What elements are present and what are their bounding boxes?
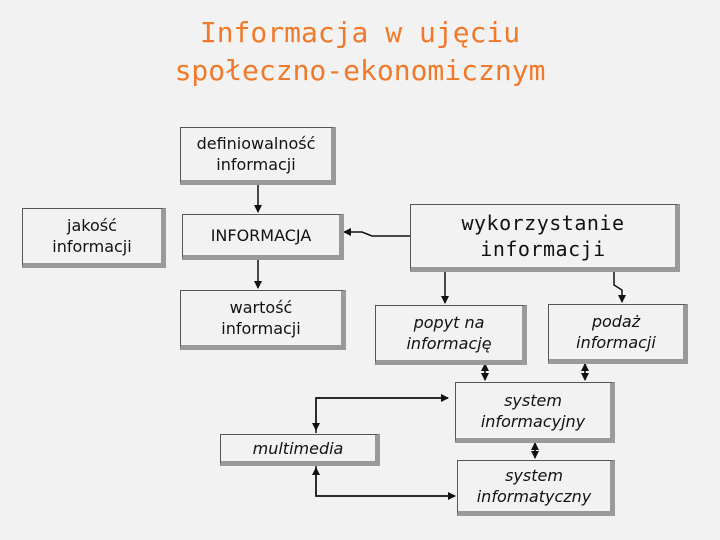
box-wykorzystanie-informacji: wykorzystanie informacji (410, 204, 680, 272)
box-jakosc-informacji: jakość informacji (22, 208, 166, 268)
box-popyt-na-informacje: popyt na informację (375, 305, 527, 365)
link-multimedia-system-informacyjny (315, 394, 449, 433)
link-wykorzystanie-podaz (613, 270, 626, 303)
box-podaz-informacji: podaż informacji (548, 304, 688, 364)
title-line-2: społeczno-ekonomicznym (174, 54, 546, 87)
box-multimedia: multimedia (220, 434, 380, 466)
title-line-1: Informacja w ujęciu (199, 16, 521, 49)
box-definiowalnosc-informacji: definiowalność informacji (180, 127, 336, 185)
box-wartosc-informacji: wartość informacji (180, 290, 346, 350)
box-informacja: INFORMACJA (182, 214, 344, 260)
link-multimedia-system-informatyczny (315, 466, 456, 500)
link-wykorzystanie-informacja (343, 228, 412, 237)
box-system-informacyjny: system informacyjny (455, 382, 615, 443)
box-system-informatyczny: system informatyczny (457, 460, 615, 516)
diagram-title: Informacja w ujęciu społeczno-ekonomiczn… (0, 14, 720, 90)
